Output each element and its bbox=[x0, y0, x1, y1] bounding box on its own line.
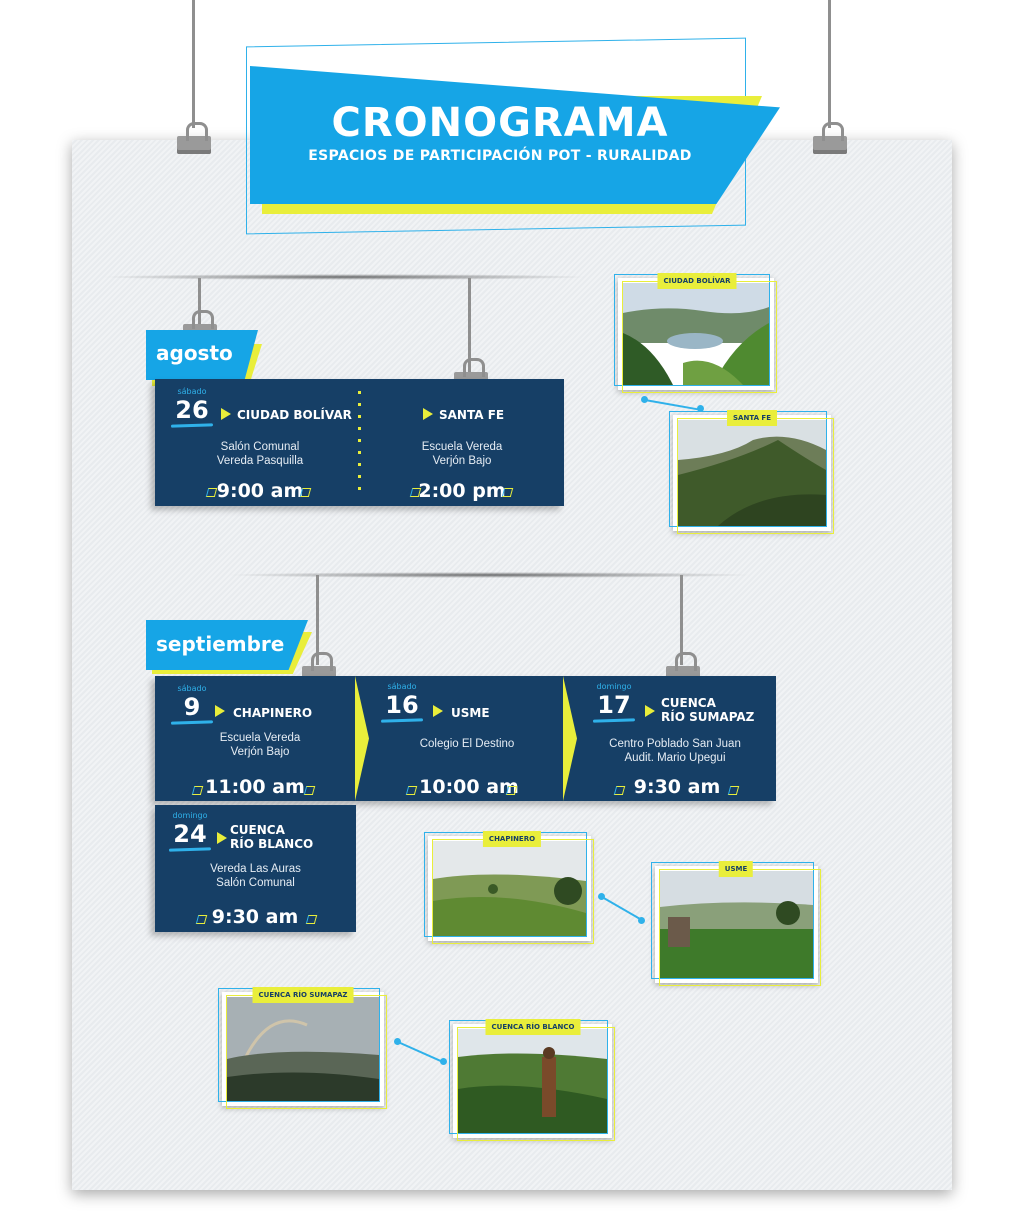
weekday: domingo bbox=[172, 811, 208, 820]
day-number: 9 bbox=[183, 693, 201, 721]
date-badge: domingo 24 bbox=[165, 811, 215, 852]
event-time: 2:00 pm bbox=[418, 480, 506, 502]
play-arrow-icon bbox=[433, 705, 443, 717]
venue-line: Escuela Vereda bbox=[421, 441, 503, 453]
location-name: CIUDAD BOLÍVAR bbox=[237, 408, 352, 422]
day-number: 26 bbox=[175, 396, 209, 424]
day-number: 24 bbox=[173, 820, 207, 848]
page-subtitle: ESPACIOS DE PARTICIPACIÓN POT - RURALIDA… bbox=[308, 148, 692, 164]
card-wire bbox=[680, 575, 683, 665]
location-name: SANTA FE bbox=[439, 408, 505, 422]
photo-label: CHAPINERO bbox=[482, 831, 542, 847]
location-line: CUENCA bbox=[661, 696, 716, 710]
photo-label: CIUDAD BOLÍVAR bbox=[657, 273, 737, 289]
date-underline bbox=[170, 423, 214, 428]
landscape-image bbox=[678, 420, 826, 526]
play-arrow-icon bbox=[645, 705, 655, 717]
weekday: domingo bbox=[596, 682, 632, 691]
play-arrow-icon bbox=[423, 408, 433, 420]
photo-label: CUENCA RÍO BLANCO bbox=[485, 1019, 581, 1035]
photo-label: CUENCA RÍO SUMAPAZ bbox=[252, 987, 354, 1003]
card-wire bbox=[198, 278, 201, 328]
landscape-image bbox=[660, 871, 813, 978]
event-card-rio-blanco: domingo 24 CUENCA RÍO BLANCO Vereda Las … bbox=[155, 805, 356, 932]
date-underline bbox=[170, 720, 214, 725]
event-time: 11:00 am bbox=[205, 776, 305, 798]
landscape-image bbox=[227, 997, 379, 1101]
location-line: CUENCA bbox=[230, 823, 285, 837]
venue-line: Colegio El Destino bbox=[419, 738, 515, 750]
poster-wire-right bbox=[828, 0, 831, 128]
location-line: RÍO BLANCO bbox=[230, 837, 314, 851]
date-underline bbox=[380, 718, 424, 723]
weekday: sábado bbox=[387, 682, 417, 691]
photo-usme bbox=[651, 862, 821, 986]
event-card-agosto: sábado 26 CIUDAD BOLÍVAR Salón Comunal V… bbox=[155, 379, 564, 506]
venue-line: Vereda Pasquilla bbox=[216, 455, 304, 467]
photo-ciudad-bolivar bbox=[614, 274, 777, 393]
event-time: 9:00 am bbox=[216, 480, 304, 502]
month-label: septiembre bbox=[156, 632, 285, 656]
binder-clip-icon bbox=[177, 122, 211, 154]
photo-label: USME bbox=[718, 861, 754, 877]
date-badge: sábado 9 bbox=[167, 684, 217, 725]
location-name: CUENCA RÍO SUMAPAZ bbox=[661, 696, 754, 724]
connector-dot bbox=[641, 396, 648, 403]
venue-line: Escuela Vereda bbox=[219, 732, 301, 744]
date-badge: sábado 16 bbox=[377, 682, 427, 723]
date-underline bbox=[592, 718, 636, 723]
month-tab-agosto bbox=[146, 330, 258, 380]
venue-line: Audit. Mario Upegui bbox=[624, 752, 726, 764]
day-number: 17 bbox=[597, 691, 631, 719]
date-badge: sábado 26 bbox=[167, 387, 217, 428]
connector-dot bbox=[440, 1058, 447, 1065]
triangle-icon bbox=[727, 786, 740, 795]
venue-line: Vereda Las Auras bbox=[210, 863, 301, 875]
weekday: sábado bbox=[177, 684, 207, 693]
page-title: CRONOGRAMA bbox=[331, 100, 669, 146]
venue-line: Verjón Bajo bbox=[230, 746, 290, 758]
connector-dot bbox=[638, 917, 645, 924]
connector-dot bbox=[697, 405, 704, 412]
location-line: RÍO SUMAPAZ bbox=[661, 710, 755, 724]
landscape-image bbox=[433, 841, 586, 936]
card-wire bbox=[468, 278, 471, 376]
event-card-septiembre: sábado 9 CHAPINERO Escuela Vereda Verjón… bbox=[155, 676, 776, 801]
photo-rio-sumapaz bbox=[218, 988, 387, 1109]
binder-clip-icon bbox=[813, 122, 847, 154]
month-label: agosto bbox=[156, 341, 233, 365]
location-name: CHAPINERO bbox=[233, 706, 313, 720]
event-time: 9:30 am bbox=[211, 906, 299, 928]
photo-chapinero bbox=[424, 832, 594, 944]
venue-line: Verjón Bajo bbox=[432, 455, 492, 467]
card-wire bbox=[316, 575, 319, 665]
date-underline bbox=[168, 847, 212, 852]
event-time: 9:30 am bbox=[633, 776, 721, 798]
location-name: CUENCA RÍO BLANCO bbox=[230, 823, 313, 851]
play-arrow-icon bbox=[215, 705, 225, 717]
dotted-divider bbox=[358, 391, 361, 495]
rail-shadow bbox=[225, 572, 755, 578]
landscape-image bbox=[623, 283, 769, 385]
location-name: USME bbox=[451, 706, 490, 720]
poster-wire-left bbox=[192, 0, 195, 128]
triangle-icon bbox=[305, 915, 318, 924]
day-number: 16 bbox=[385, 691, 419, 719]
date-badge: domingo 17 bbox=[589, 682, 639, 723]
rail-shadow bbox=[100, 274, 590, 280]
play-arrow-icon bbox=[221, 408, 231, 420]
event-time: 10:00 am bbox=[419, 776, 519, 798]
venue-line: Centro Poblado San Juan bbox=[609, 738, 741, 750]
weekday: sábado bbox=[177, 387, 207, 396]
connector-dot bbox=[394, 1038, 401, 1045]
play-arrow-icon bbox=[217, 832, 227, 844]
photo-santa-fe bbox=[669, 411, 834, 534]
photo-label: SANTA FE bbox=[727, 410, 777, 426]
venue-line: Salón Comunal bbox=[220, 441, 300, 453]
landscape-image bbox=[458, 1029, 607, 1133]
photo-rio-blanco bbox=[449, 1020, 615, 1141]
venue-line: Salón Comunal bbox=[216, 877, 295, 889]
month-tab-septiembre bbox=[146, 620, 308, 670]
